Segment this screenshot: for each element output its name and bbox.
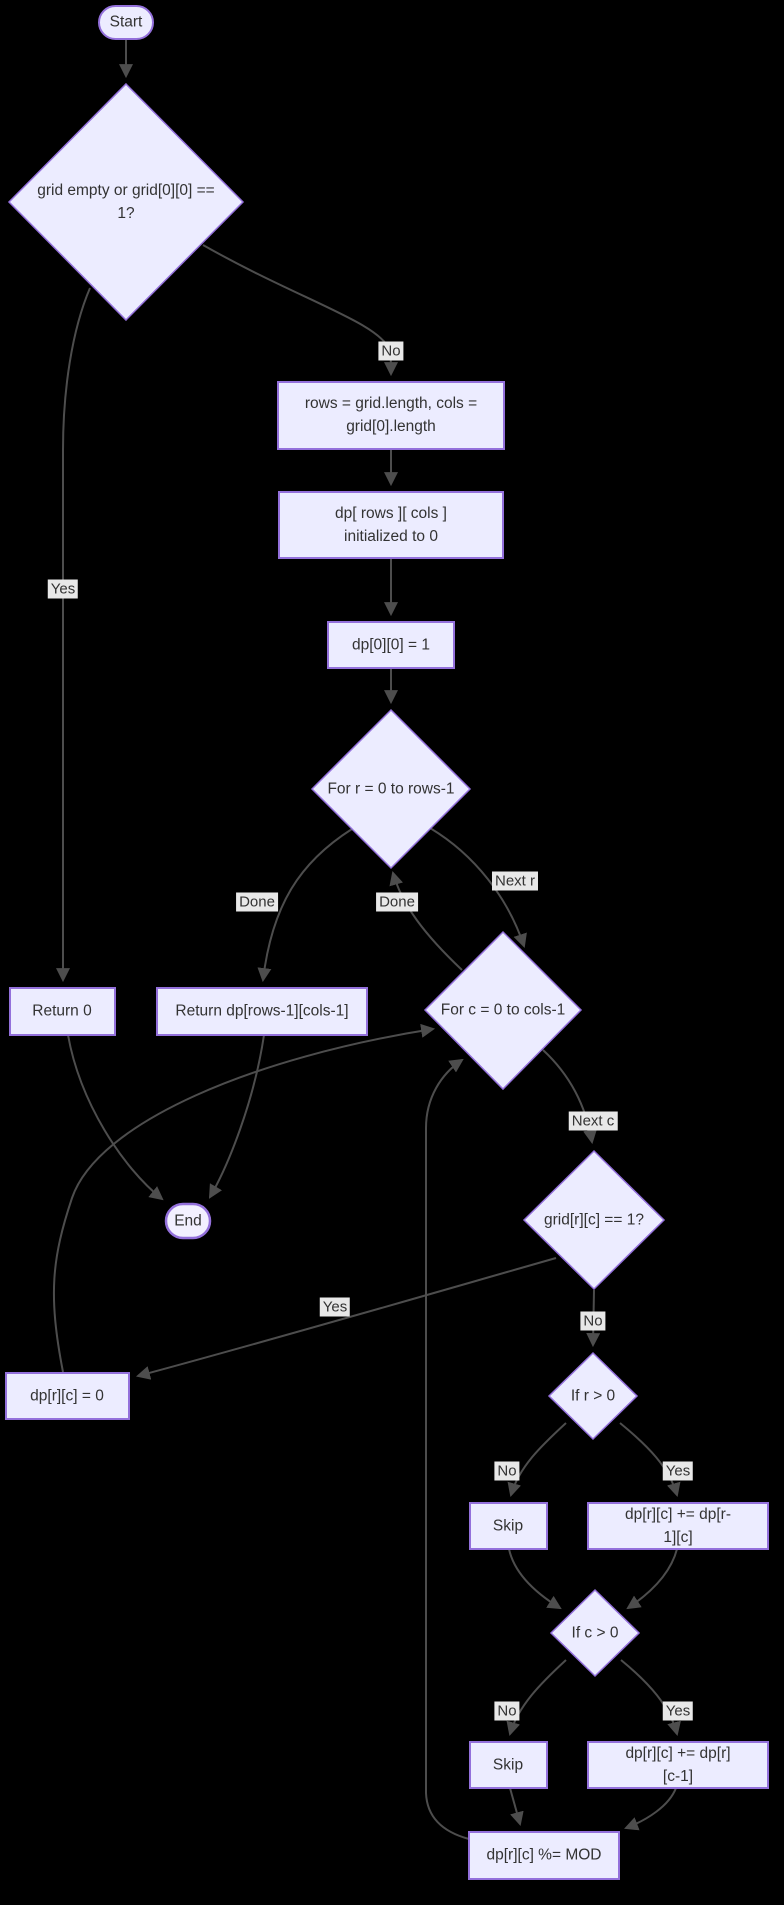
edges [52,40,681,1840]
init-dims-box-shape [277,381,505,450]
edge-loop-rows-next-r [429,827,527,948]
edge-check-col-yes [620,1659,681,1737]
edge-check-col-no [506,1659,567,1737]
edge-mod-to-loop-cols [425,1058,470,1840]
loop-cols-diamond-shape [423,930,583,1091]
edge-return-zero-to-end [67,1034,164,1201]
skip-col-box-shape [469,1741,548,1789]
loop-rows-diamond-shape [310,708,472,870]
edge-loop-cols-next-c [542,1049,597,1145]
check-obstacle-diamond-shape [522,1149,666,1291]
edge-set-zero-to-loop-cols [52,1023,436,1373]
edge-check-row-yes [619,1422,681,1498]
edge-loop-cols-done [389,870,463,971]
edge-check-empty-no [202,244,398,377]
edge-return-result-to-end [208,1034,265,1199]
edge-check-obstacle-no [586,1289,601,1348]
edge-skip-row-to-check-col [508,1548,562,1610]
apply-mod-box-shape [468,1831,620,1880]
edge-loop-rows-done [257,828,353,983]
check-col-diamond-shape [549,1588,641,1678]
edge-check-obstacle-yes [135,1257,557,1380]
set-zero-box-shape [5,1372,130,1420]
edge-add-top-to-check-col [626,1548,678,1610]
node-shapes [5,5,769,1880]
check-row-diamond-shape [547,1351,639,1441]
return-result-box-shape [156,987,368,1036]
start-node-shape [98,5,154,40]
init-dp-box-shape [278,491,504,559]
edge-skip-col-to-mod [509,1787,524,1827]
skip-row-box-shape [469,1502,548,1550]
edge-check-row-no [507,1422,567,1498]
add-from-left-box-shape [587,1741,769,1789]
edge-add-left-to-mod [624,1787,677,1831]
return-zero-box-shape [9,987,116,1036]
end-node-shape [164,1202,212,1240]
seed-dp-box-shape [327,621,455,669]
edge-check-empty-yes [56,287,91,983]
check-empty-diamond-shape [7,82,245,322]
add-from-top-box-shape [587,1502,769,1550]
